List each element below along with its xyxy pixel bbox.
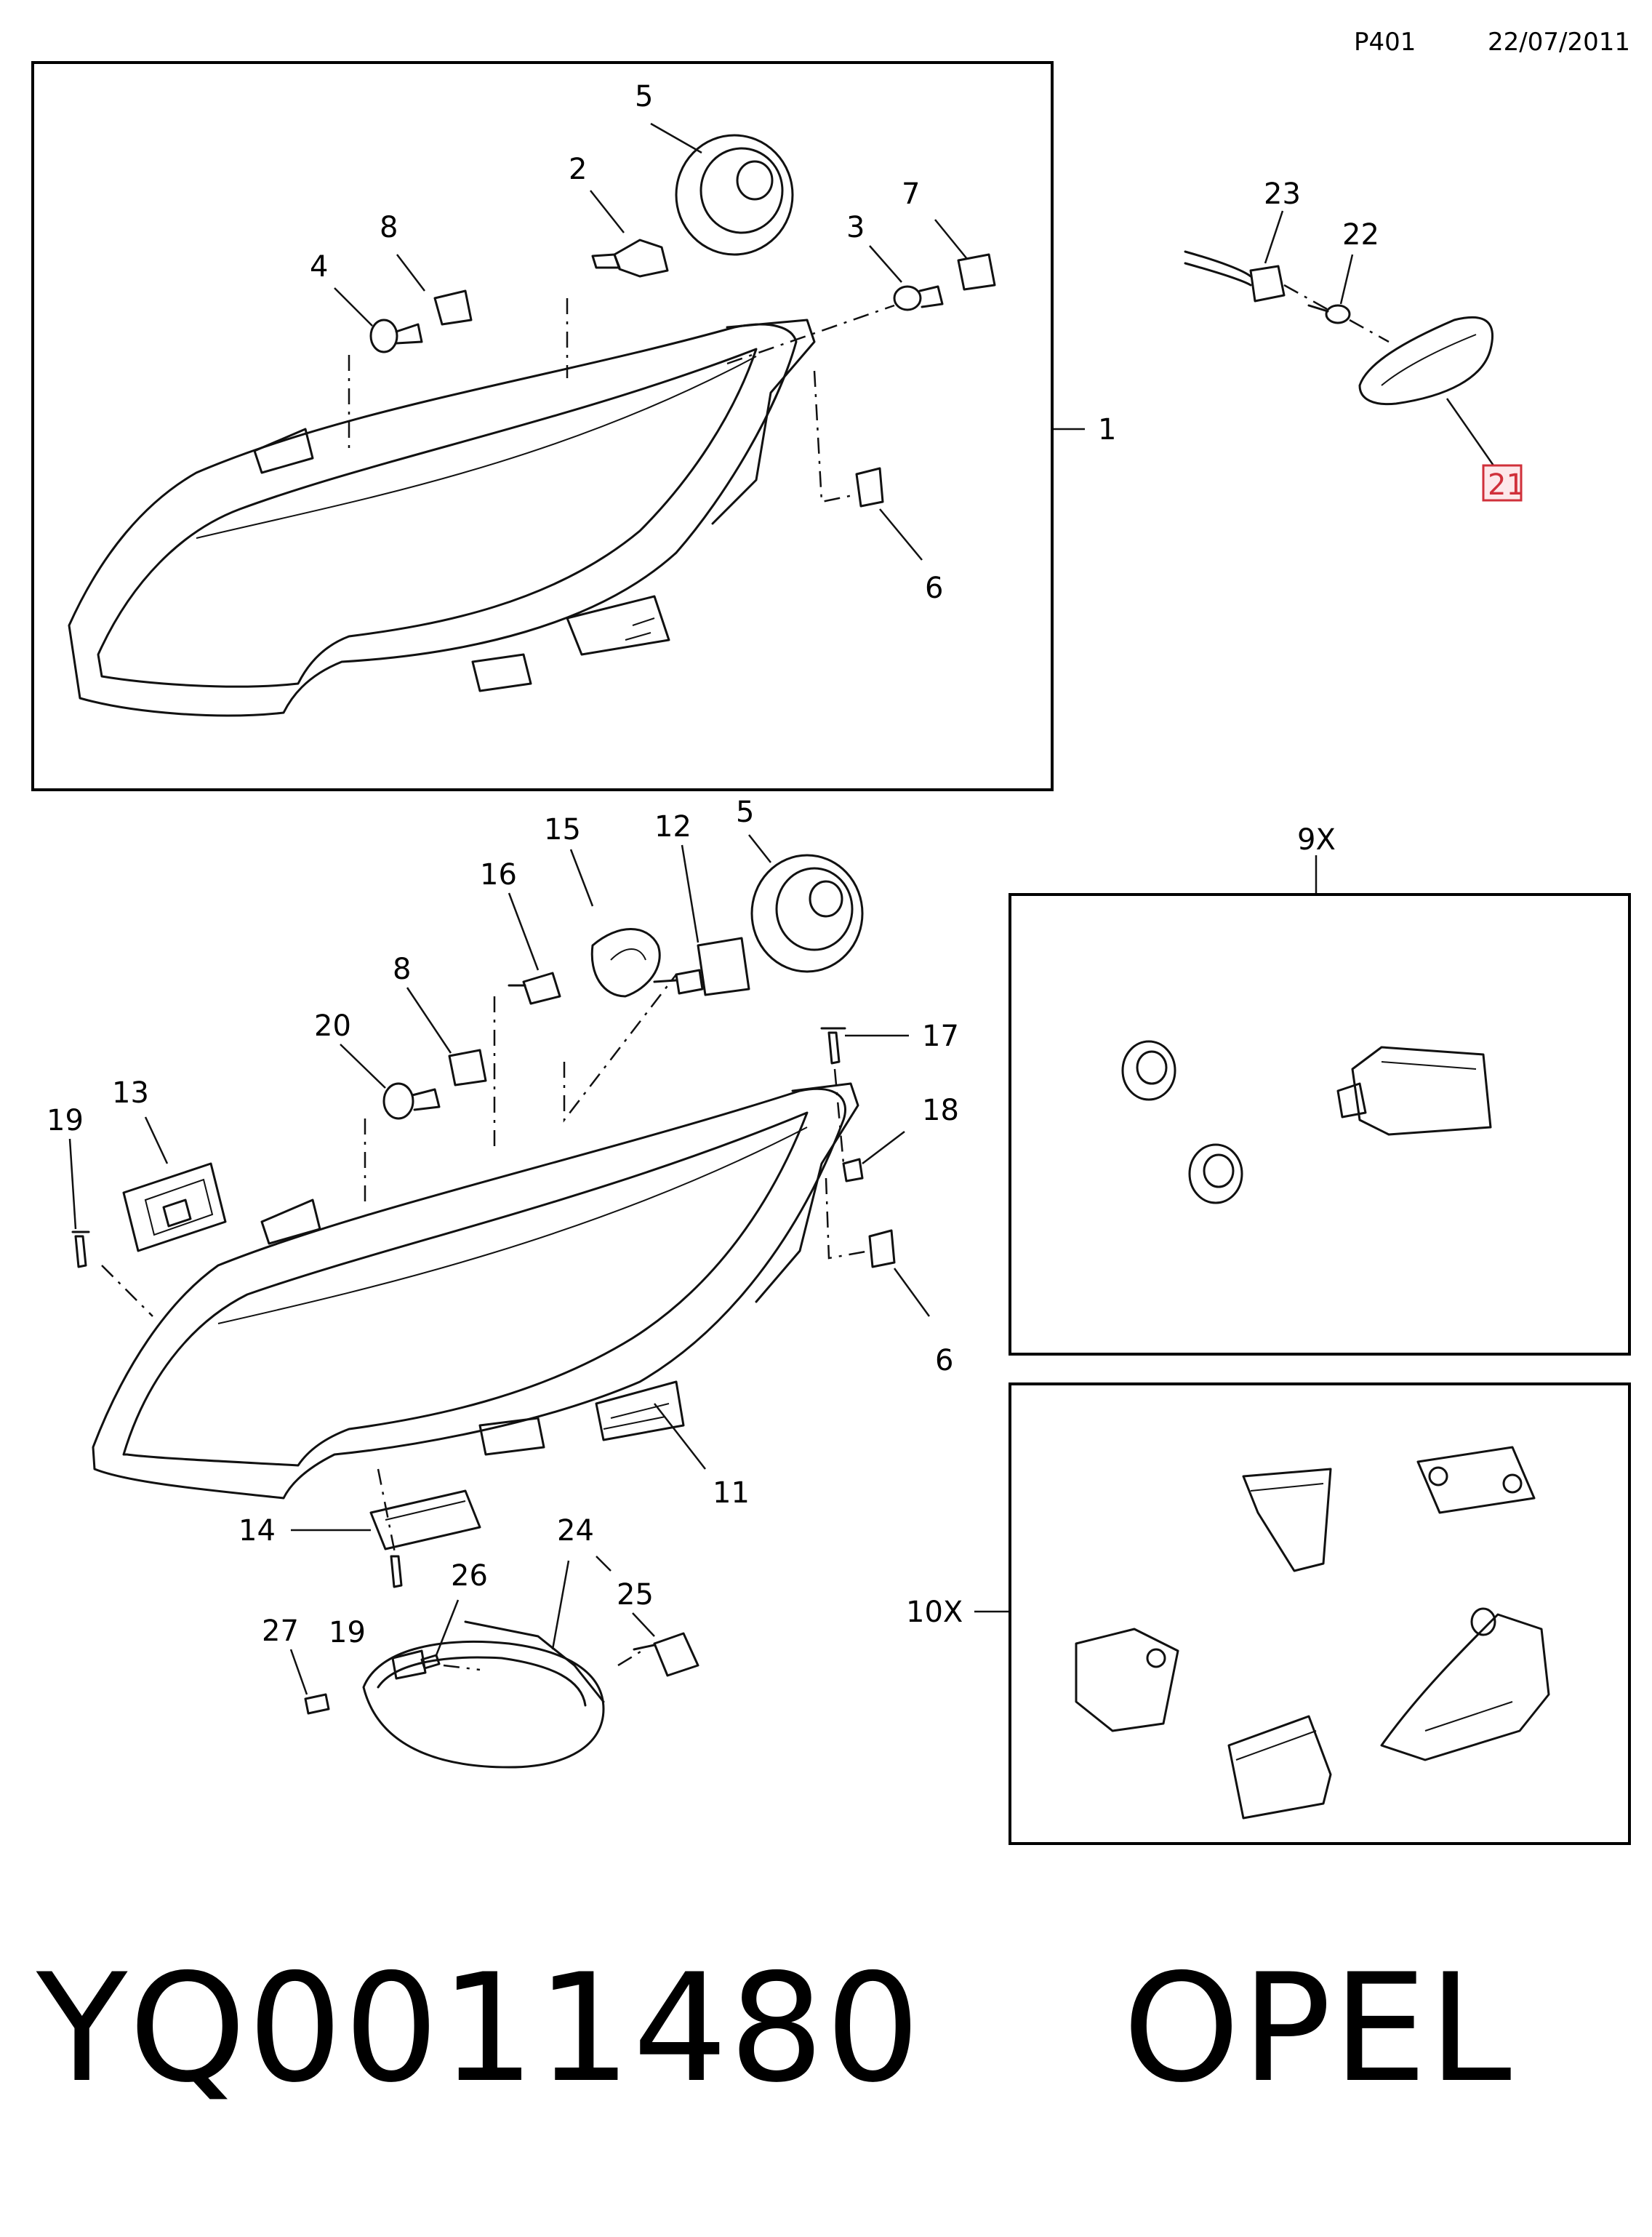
callout-24: 24 [557, 1514, 594, 1548]
callout-14: 14 [238, 1514, 276, 1548]
callout-25: 25 [617, 1578, 654, 1612]
callout-1: 1 [1098, 413, 1116, 447]
callout-15: 15 [544, 813, 581, 847]
wire-harness-23 [1184, 250, 1286, 303]
headlamp-housing-top [68, 319, 816, 717]
cover-cap-5-bottom [750, 854, 864, 973]
bracket-10x-b [1416, 1446, 1536, 1514]
callout-11: 11 [713, 1476, 750, 1510]
shield-15 [590, 928, 661, 998]
callout-26: 26 [451, 1559, 488, 1593]
clip-18 [842, 1158, 864, 1182]
bracket-10x-c [1075, 1628, 1179, 1732]
callout-6-top: 6 [925, 572, 943, 605]
bulb-25 [633, 1632, 699, 1677]
leveling-motor [1336, 1046, 1492, 1136]
callout-12: 12 [654, 810, 691, 844]
screw-19-left [71, 1230, 90, 1268]
callout-19-bottom: 19 [329, 1616, 366, 1649]
ballast-13 [122, 1162, 227, 1252]
screw-17 [820, 1027, 846, 1065]
callout-18: 18 [922, 1094, 959, 1127]
bracket-10x-e [1380, 1607, 1550, 1761]
side-marker-lamp [1358, 316, 1494, 406]
fog-lamp-24 [362, 1620, 605, 1769]
callout-16: 16 [480, 858, 517, 892]
screw-19-bottom [390, 1555, 403, 1588]
clip-6-top [855, 467, 884, 508]
clip-6-bottom [868, 1229, 896, 1268]
kit-9x-frame [1009, 893, 1631, 1356]
headlamp-housing-bottom [92, 1082, 859, 1500]
headlamp-assembly-frame [31, 61, 1054, 791]
connector-14 [369, 1489, 481, 1550]
callout-8-top: 8 [380, 211, 398, 244]
bulb-22 [1307, 304, 1351, 324]
cover-cap-5-top [675, 134, 794, 256]
bracket-10x-a [1242, 1468, 1332, 1572]
callout-5-bottom: 5 [736, 796, 754, 829]
callout-13: 13 [112, 1076, 149, 1110]
page-code: P401 [1354, 28, 1416, 57]
callout-17: 17 [922, 1020, 959, 1053]
callout-8-bottom: 8 [393, 953, 411, 986]
callout-22: 22 [1342, 218, 1379, 252]
svg-text:21: 21 [1488, 468, 1525, 502]
callout-5-top: 5 [635, 80, 653, 113]
bulb-4-top [369, 289, 473, 353]
callout-2: 2 [569, 153, 587, 186]
callout-21-highlight: 21 [1482, 464, 1525, 502]
bulb-2-top [591, 239, 669, 278]
bracket-10x-d [1227, 1715, 1332, 1820]
grommet-a [1121, 1040, 1176, 1101]
brand-name: OPEL [1123, 1942, 1513, 2116]
callout-10x: 10X [906, 1596, 963, 1629]
part-number: YQ0011480 [36, 1942, 922, 2116]
diagram-date: 22/07/2011 [1488, 28, 1630, 57]
bulb-16 [508, 972, 561, 1005]
callout-27: 27 [262, 1614, 299, 1648]
callout-19-left: 19 [47, 1104, 84, 1137]
callout-20: 20 [314, 1009, 351, 1043]
screw-26 [420, 1654, 441, 1670]
bulb-3-socket-7-top [893, 253, 996, 311]
callout-6-bottom: 6 [935, 1344, 953, 1377]
callout-9x: 9X [1297, 823, 1336, 857]
grommet-b [1188, 1143, 1243, 1204]
screw-27 [304, 1693, 330, 1715]
callout-4: 4 [310, 250, 328, 284]
xenon-bulb-12 [653, 937, 750, 996]
bulb-20 [382, 1049, 487, 1120]
callout-7: 7 [902, 177, 920, 211]
callout-23: 23 [1264, 177, 1301, 211]
callout-3: 3 [846, 211, 865, 244]
kit-10x-frame [1009, 1382, 1631, 1845]
